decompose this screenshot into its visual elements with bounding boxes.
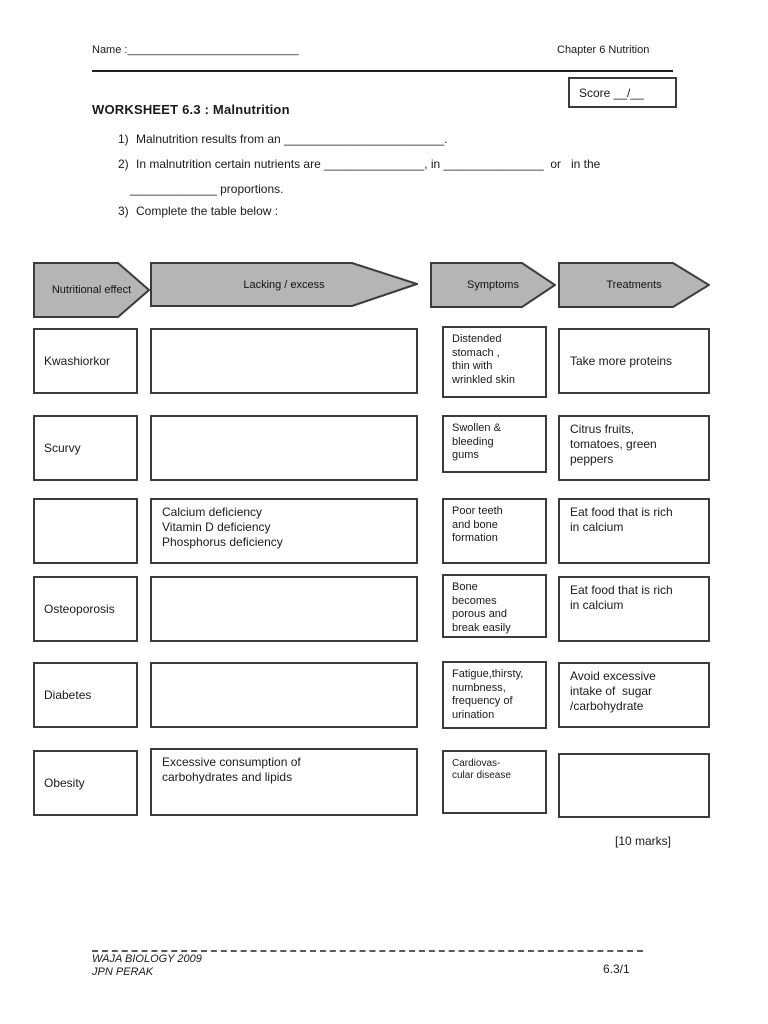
arrow-shape-icon [33,262,150,318]
cell-effect-row5: Diabetes [33,662,138,728]
cell-text: Calcium deficiency Vitamin D deficiency … [162,505,283,549]
question-1-text: Malnutrition results from an ___________… [136,132,448,146]
cell-symptoms-row3: Poor teeth and bone formation [442,498,547,564]
cell-lacking-row6: Excessive consumption of carbohydrates a… [150,748,418,816]
cell-treatments-row1: Take more proteins [558,328,710,394]
cell-text: Obesity [44,775,85,790]
arrow-shape-icon [150,262,418,307]
question-2-text-line1: In malnutrition certain nutrients are __… [136,157,601,171]
page-title: WORKSHEET 6.3 : Malnutrition [92,102,290,117]
cell-text: Eat food that is rich in calcium [570,583,673,612]
column-header-symptoms: Symptoms [430,262,556,308]
cell-text: Excessive consumption of carbohydrates a… [162,755,301,784]
cell-treatments-row2: Citrus fruits, tomatoes, green peppers [558,415,710,481]
chapter-label: Chapter 6 Nutrition [557,44,650,56]
cell-effect-row1: Kwashiorkor [33,328,138,394]
cell-lacking-row1 [150,328,418,394]
cell-text: Diabetes [44,687,92,702]
question-1: 1) Malnutrition results from an _________… [118,132,448,146]
score-box: Score __/__ [568,77,677,108]
footer-rule [92,950,643,952]
cell-text: Swollen & bleeding gums [452,422,501,461]
cell-text: Osteoporosis [44,601,115,616]
cell-symptoms-row6: Cardiovas- cular disease [442,750,547,814]
cell-effect-row3 [33,498,138,564]
cell-lacking-row2 [150,415,418,481]
cell-text: Bone becomes porous and break easily [452,581,511,634]
question-1-number: 1) [118,132,129,146]
cell-lacking-row3: Calcium deficiency Vitamin D deficiency … [150,498,418,564]
cell-text: Distended stomach , thin with wrinkled s… [452,333,515,386]
arrow-shape-icon [558,262,710,308]
score-label: Score __/__ [579,85,644,100]
cell-lacking-row5 [150,662,418,728]
question-2-line2: _____________ proportions. [130,182,283,196]
question-3-text: Complete the table below : [136,204,279,218]
cell-symptoms-row2: Swollen & bleeding gums [442,415,547,473]
cell-symptoms-row4: Bone becomes porous and break easily [442,574,547,638]
cell-text: Kwashiorkor [44,353,111,368]
cell-text: Cardiovas- cular disease [452,758,511,781]
name-line: Name :____________________________ [92,44,299,56]
marks-label: [10 marks] [615,834,672,848]
cell-text: Avoid excessive intake of sugar /carbohy… [570,669,656,713]
cell-effect-row4: Osteoporosis [33,576,138,642]
question-3-number: 3) [118,204,129,218]
column-header-nutritional-effect: Nutritional effect [33,262,150,318]
cell-text: Citrus fruits, tomatoes, green peppers [570,422,657,466]
header-rule [92,70,673,72]
column-header-lacking-excess: Lacking / excess [150,262,418,307]
cell-effect-row6: Obesity [33,750,138,816]
column-header-label: Treatments [606,279,662,291]
cell-text: Poor teeth and bone formation [452,505,503,544]
question-2-number: 2) [118,157,129,171]
cell-treatments-row4: Eat food that is rich in calcium [558,576,710,642]
cell-treatments-row5: Avoid excessive intake of sugar /carbohy… [558,662,710,728]
cell-text: Scurvy [44,440,81,455]
column-header-treatments: Treatments [558,262,710,308]
cell-treatments-row3: Eat food that is rich in calcium [558,498,710,564]
column-header-label: Lacking / excess [243,278,325,291]
cell-symptoms-row5: Fatigue,thirsty, numbness, frequency of … [442,661,547,729]
cell-text: Take more proteins [570,353,673,368]
footer-org-line1: WAJA BIOLOGY 2009 [92,953,202,965]
cell-treatments-row6 [558,753,710,818]
footer-org-line2: JPN PERAK [92,966,154,978]
arrow-shape-icon [430,262,556,308]
question-2: 2) In malnutrition certain nutrients are … [118,157,600,171]
question-3: 3) Complete the table below : [118,204,278,218]
cell-text: Fatigue,thirsty, numbness, frequency of … [452,668,524,721]
footer-page-number: 6.3/1 [603,962,630,976]
column-header-label: Nutritional effect [51,284,132,296]
cell-symptoms-row1: Distended stomach , thin with wrinkled s… [442,326,547,398]
column-header-label: Symptoms [467,279,519,291]
cell-effect-row2: Scurvy [33,415,138,481]
question-2-text-line2: _____________ proportions. [130,182,284,196]
cell-lacking-row4 [150,576,418,642]
cell-text: Eat food that is rich in calcium [570,505,673,534]
